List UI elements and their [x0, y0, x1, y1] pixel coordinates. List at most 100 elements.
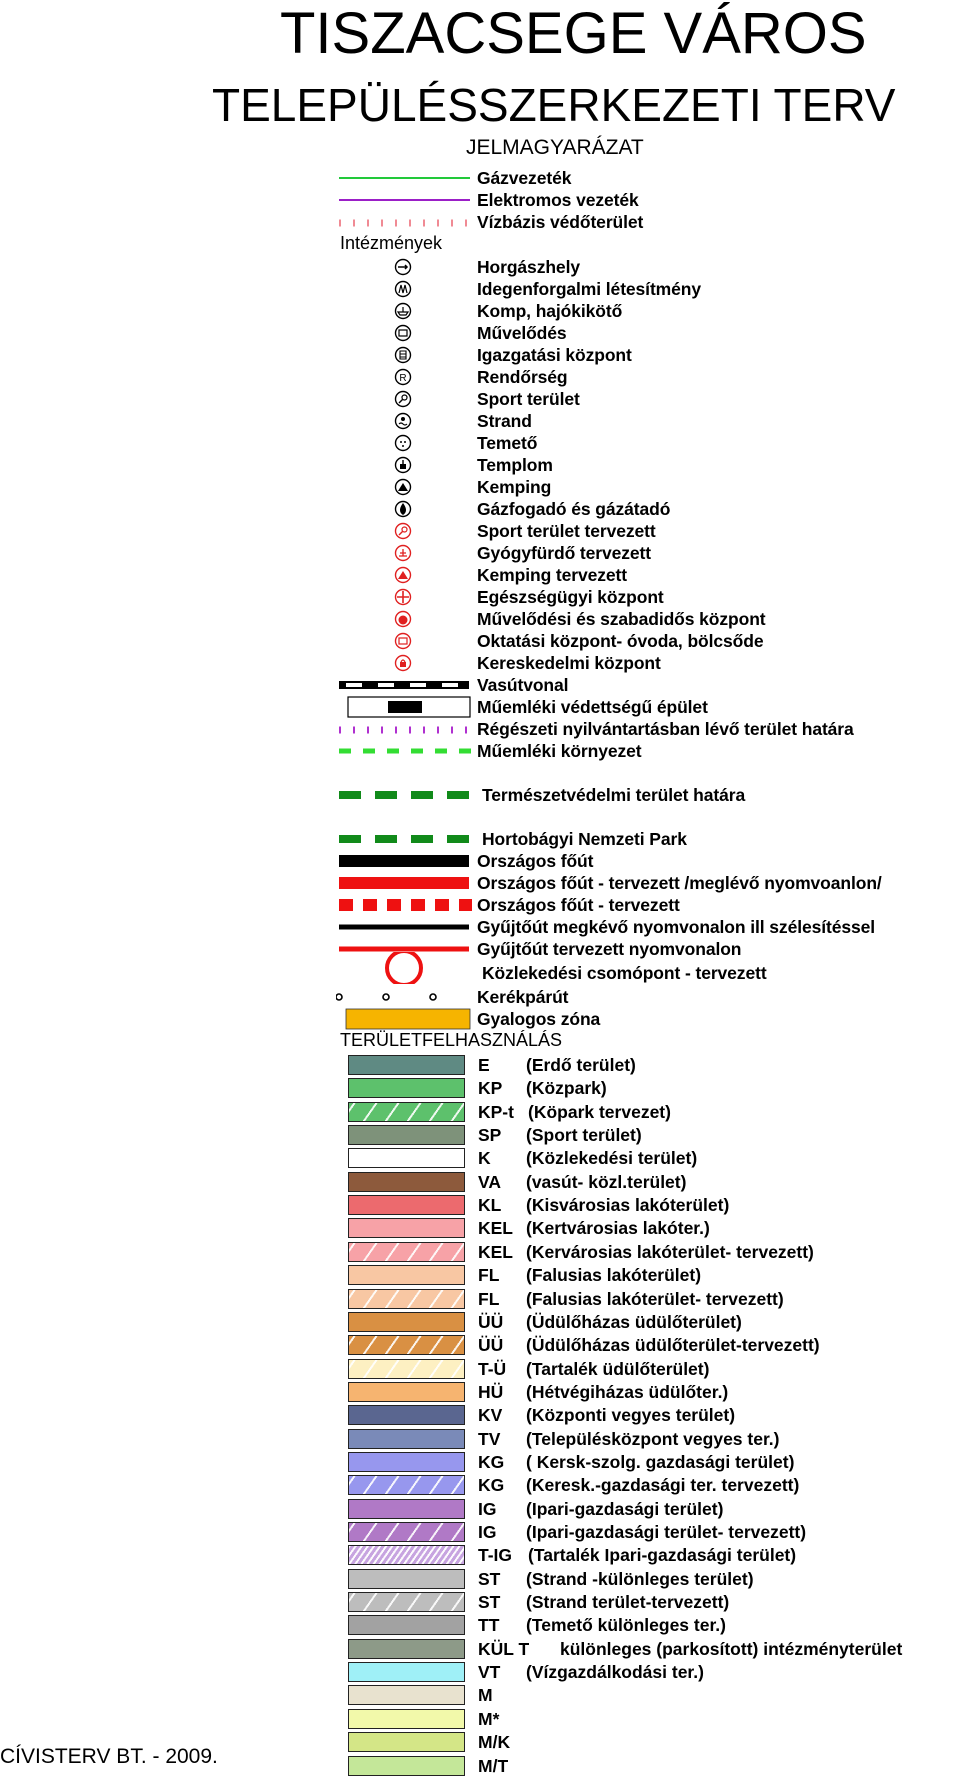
landuse-description: (Üdülőházas üdülőterület) [526, 1311, 742, 1332]
landuse-code: M/T [478, 1755, 509, 1776]
landuse-swatch [348, 1055, 465, 1075]
landuse-code: KP [478, 1078, 503, 1099]
legend-pedestrian-label: Gyalogos zóna [477, 1009, 601, 1029]
legend-park-symbol [339, 835, 472, 843]
legend-junction-symbol [385, 952, 423, 984]
landuse-swatch [348, 1662, 465, 1683]
landuse-item: T-Ü(Tartalék üdülőterület) [348, 1358, 956, 1381]
legend-gas-pipeline-symbol [339, 177, 470, 179]
legend-health-cross-symbol [394, 588, 412, 606]
legend-power-line-symbol [339, 199, 470, 201]
landuse-item: KG(Keresk.-gazdasági ter. tervezett) [348, 1474, 956, 1497]
leisure-icon [394, 610, 412, 628]
landuse-code: E [478, 1055, 490, 1075]
landuse-code: KG [478, 1475, 505, 1496]
landuse-description: (vasút- közl.terület) [526, 1171, 687, 1192]
landuse-item: KEL(Kertvárosias lakóter.) [348, 1217, 956, 1240]
legend-archaeo-label: Régészeti nyilvántartásban lévő terület … [477, 719, 854, 739]
legend-tourism-symbol [394, 280, 412, 298]
landuse-description: (Tartalék Ipari-gazdasági terület) [528, 1545, 797, 1566]
legend-collector-existing-symbol [339, 924, 469, 930]
landuse-description: (Temető különleges ter.) [526, 1615, 726, 1636]
legend-commerce: Kereskedelmi központ [336, 652, 956, 674]
landuse-item: ST(Strand terület-tervezett) [348, 1591, 956, 1614]
landuse-swatch [348, 1638, 465, 1659]
legend-nature-label: Természetvédelmi terület határa [482, 785, 746, 805]
legend-pedestrian: Gyalogos zóna [336, 1008, 956, 1030]
legend-beach: Strand [336, 410, 956, 432]
landuse-swatch [348, 1078, 465, 1099]
legend-gas-station: Gázfogadó és gázátadó [336, 498, 956, 520]
legend-education-symbol [394, 632, 412, 650]
landuse-swatch [348, 1428, 465, 1449]
landuse-code: IG [478, 1498, 497, 1519]
sport-icon [394, 390, 412, 408]
legend-ferry: Komp, hajókikötő [336, 300, 956, 322]
landuse-item: M/K [348, 1731, 956, 1754]
landuse-swatch [348, 1545, 465, 1566]
landuse-code: ÜÜ [478, 1335, 504, 1356]
legend-bike: Kerékpárút [336, 986, 956, 1008]
landuse-description: (Településközpont vegyes ter.) [526, 1428, 780, 1449]
landuse-code: IG [478, 1522, 497, 1542]
legend-rail-label: Vasútvonal [477, 675, 569, 695]
landuse-code: KG [478, 1451, 505, 1472]
legend-police-symbol: R [394, 368, 412, 386]
legend-nature-symbol [339, 791, 472, 799]
landuse-swatch [348, 1685, 465, 1706]
legend-sport-label: Sport terület [477, 389, 580, 409]
landuse-swatch [348, 1125, 465, 1146]
police-icon: R [394, 368, 412, 386]
commerce-icon [394, 654, 412, 672]
landuse-code: TV [478, 1428, 501, 1449]
landuse-description: (Erdő terület) [526, 1055, 636, 1075]
legend-ferry-symbol [394, 302, 412, 320]
education-icon [394, 632, 412, 650]
fishing-icon [394, 258, 412, 276]
legend-park-label: Hortobágyi Nemzeti Park [482, 829, 687, 849]
landuse-description: (Ipari-gazdasági terület- tervezett) [526, 1522, 807, 1542]
landuse-code: T-Ü [478, 1358, 507, 1379]
legend-archaeo-symbol [339, 726, 472, 734]
landuse-description: ( Kersk-szolg. gazdasági terület) [526, 1451, 795, 1472]
legend-health-cross-label: Egészségügyi központ [477, 587, 664, 607]
legend-monument-symbol [347, 696, 471, 718]
legend-planned-sport-symbol [394, 522, 412, 540]
landuse-swatch [348, 1732, 465, 1753]
legend-monument-env-label: Műemléki környezet [477, 741, 642, 761]
legend-administration-symbol [394, 346, 412, 364]
landuse-description: (Üdülőházas üdülőterület-tervezett) [526, 1335, 820, 1356]
landuse-swatch [348, 1592, 465, 1613]
legend-planned-camping: Kemping tervezett [336, 564, 956, 586]
institutions-heading: Intézmények [340, 233, 443, 253]
landuse-description: (Strand terület-tervezett) [526, 1592, 730, 1613]
legend-fishing-label: Horgászhely [477, 257, 580, 277]
landuse-item: T-IG(Tartalék Ipari-gazdasági terület) [348, 1544, 956, 1567]
culture-icon [394, 324, 412, 342]
landuse-code: KEL [478, 1241, 513, 1262]
planned-camping-icon [394, 566, 412, 584]
beach-icon [394, 412, 412, 430]
legend-archaeo: Régészeti nyilvántartásban lévő terület … [336, 718, 956, 740]
landuse-code: KV [478, 1405, 503, 1426]
landuse-item: VT(Vízgazdálkodási ter.) [348, 1661, 956, 1684]
legend-national-road-planned-existing-symbol [339, 877, 469, 889]
legend-collector-planned-label: Gyűjtőút tervezett nyomvonalon [477, 939, 742, 959]
legend-gas-station-symbol [394, 500, 412, 518]
legend-pedestrian-symbol [345, 1008, 471, 1030]
legend-national-road-planned: Országos főút - tervezett [336, 894, 956, 916]
legend-power-line-label: Elektromos vezeték [477, 190, 639, 210]
legend-heading: JELMAGYARÁZAT [466, 136, 644, 159]
legend-sport: Sport terület [336, 388, 956, 410]
landuse-description: (Központi vegyes terület) [526, 1405, 736, 1426]
landuse-swatch [348, 1335, 465, 1356]
legend-leisure-symbol [394, 610, 412, 628]
landuse-code: ÜÜ [478, 1311, 504, 1332]
landuse-description: (Köpark tervezet) [528, 1101, 671, 1122]
landuse-item: KV (Központi vegyes terület) [348, 1404, 956, 1427]
landuse-swatch [348, 1288, 465, 1309]
legend-church: Templom [336, 454, 956, 476]
landuse-swatch [348, 1522, 465, 1542]
legend-park: Hortobágyi Nemzeti Park [336, 828, 956, 850]
